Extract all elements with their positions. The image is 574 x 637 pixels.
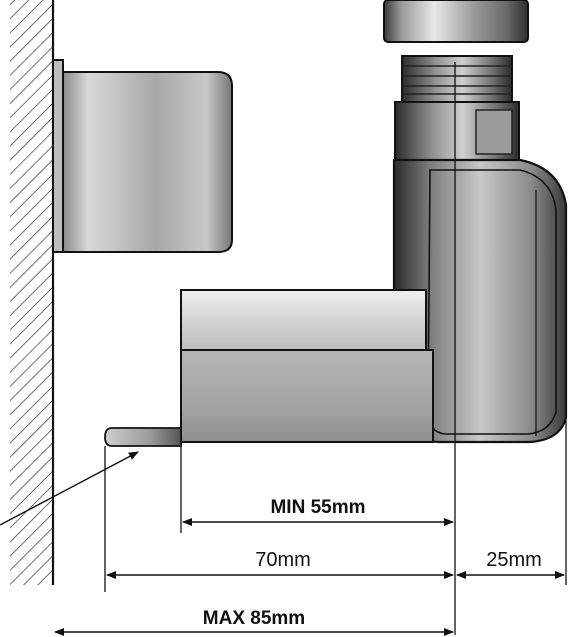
dim-max-label: MAX 85mm bbox=[203, 608, 305, 629]
cap-body bbox=[62, 71, 233, 253]
dim-min-label: MIN 55mm bbox=[270, 497, 365, 518]
wall-hatching bbox=[10, 0, 53, 585]
block-top bbox=[180, 289, 427, 351]
dim-70-label: 70mm bbox=[255, 549, 311, 571]
extension-lines bbox=[104, 62, 567, 635]
dim-25-label: 25mm bbox=[486, 549, 542, 571]
radiator-tube bbox=[383, 0, 529, 43]
control-block bbox=[180, 289, 434, 443]
tube-end bbox=[383, 0, 529, 43]
block-bottom bbox=[180, 349, 434, 443]
leader-arrow bbox=[0, 451, 139, 526]
plate-tab bbox=[104, 427, 182, 447]
dimension-lines bbox=[54, 518, 565, 636]
mounting-plate bbox=[104, 427, 182, 447]
connector-thread bbox=[401, 55, 513, 103]
cap-flange bbox=[52, 59, 64, 253]
heating-element-body bbox=[392, 158, 568, 444]
nut-facet bbox=[475, 109, 513, 155]
wall bbox=[10, 0, 55, 585]
threaded-connector bbox=[394, 55, 520, 161]
wall-mount-cap bbox=[52, 59, 233, 253]
